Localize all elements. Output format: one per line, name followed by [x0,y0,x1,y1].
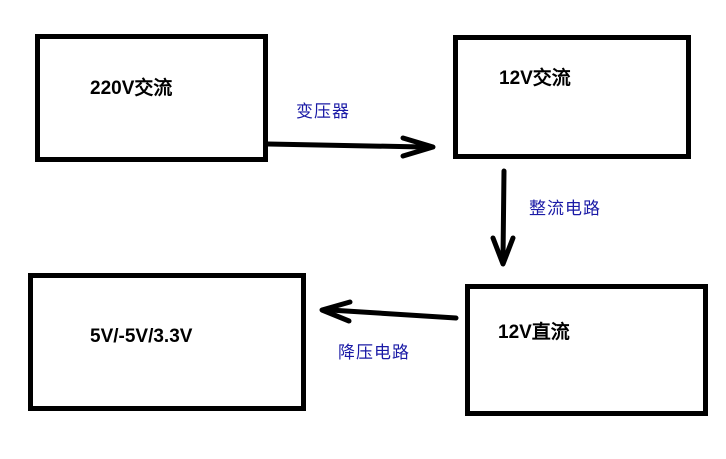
node-12v-ac-label: 12V交流 [499,68,571,89]
node-output-voltages [28,273,306,411]
arrow-rectifier [490,168,516,267]
edge-transformer-label: 变压器 [296,102,350,122]
edge-stepdown-label: 降压电路 [338,343,410,363]
node-12v-dc [465,284,708,416]
node-output-voltages-label: 5V/-5V/3.3V [90,326,193,347]
node-220v-ac [35,34,268,162]
arrow-transformer [265,135,436,159]
node-220v-ac-label: 220V交流 [90,78,173,99]
arrow-stepdown [319,299,459,324]
node-12v-ac [453,35,691,159]
edge-rectifier-label: 整流电路 [529,199,601,219]
node-12v-dc-label: 12V直流 [498,322,570,343]
